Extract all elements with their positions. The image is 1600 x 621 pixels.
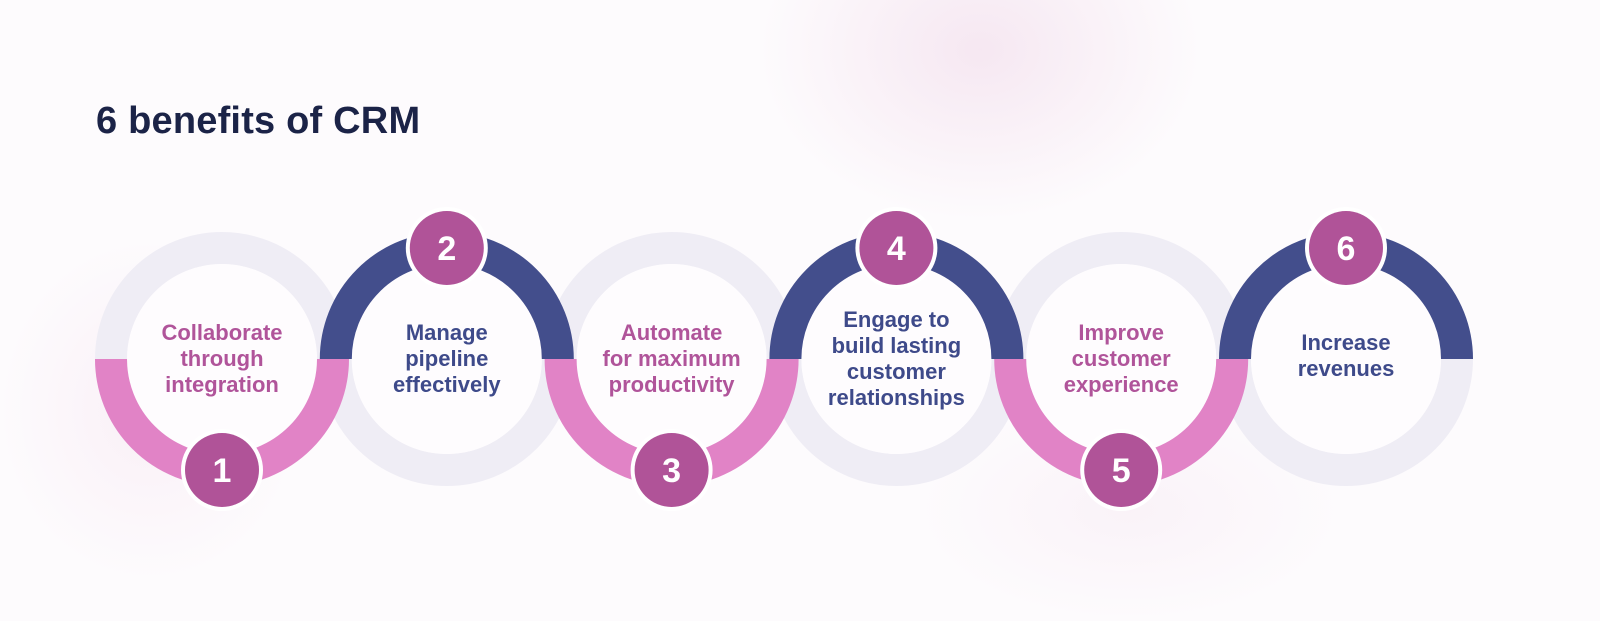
step-label-line: relationships — [827, 385, 965, 410]
step-label-line: Collaborate — [161, 320, 283, 345]
step-number: 4 — [886, 230, 906, 268]
ring-inner-fill — [1026, 264, 1217, 454]
step-label-line: revenues — [1297, 356, 1395, 381]
step-badge — [634, 433, 709, 507]
step-badge — [859, 211, 934, 285]
ring-inner-fill — [576, 264, 767, 454]
step-label-line: Improve — [1078, 320, 1164, 345]
step-label-line: Automate — [620, 320, 723, 345]
step-label-line: customer — [1071, 346, 1171, 371]
step-label-line: integration — [165, 372, 279, 397]
step-badge — [1309, 211, 1383, 285]
ring-inner-fill — [351, 264, 542, 454]
step-number: 3 — [662, 452, 682, 490]
step-label-line: Increase — [1301, 330, 1391, 355]
step-label-line: Manage — [405, 320, 488, 345]
step-label-line: through — [180, 346, 264, 371]
step-label-line: productivity — [608, 372, 735, 397]
step-label-line: pipeline — [405, 346, 489, 371]
ring-inner-fill — [127, 264, 317, 454]
ring-inner-fill — [801, 264, 992, 454]
step-label-line: customer — [846, 359, 946, 384]
step-label-line: Engage to — [843, 307, 950, 332]
step-label-line: for maximum — [602, 346, 741, 371]
step-badge — [1084, 433, 1159, 507]
page-title: 6 benefits of CRM — [96, 100, 421, 142]
step-label-line: experience — [1063, 372, 1179, 397]
step-badge — [185, 433, 259, 507]
step-number: 2 — [437, 230, 457, 268]
step-number: 5 — [1111, 452, 1131, 490]
ring-inner-fill — [1251, 264, 1441, 454]
step-label-line: effectively — [392, 372, 501, 397]
step-number: 6 — [1336, 230, 1356, 268]
step-number: 1 — [212, 452, 232, 490]
step-label-line: build lasting — [831, 333, 962, 358]
step-badge — [409, 211, 484, 285]
